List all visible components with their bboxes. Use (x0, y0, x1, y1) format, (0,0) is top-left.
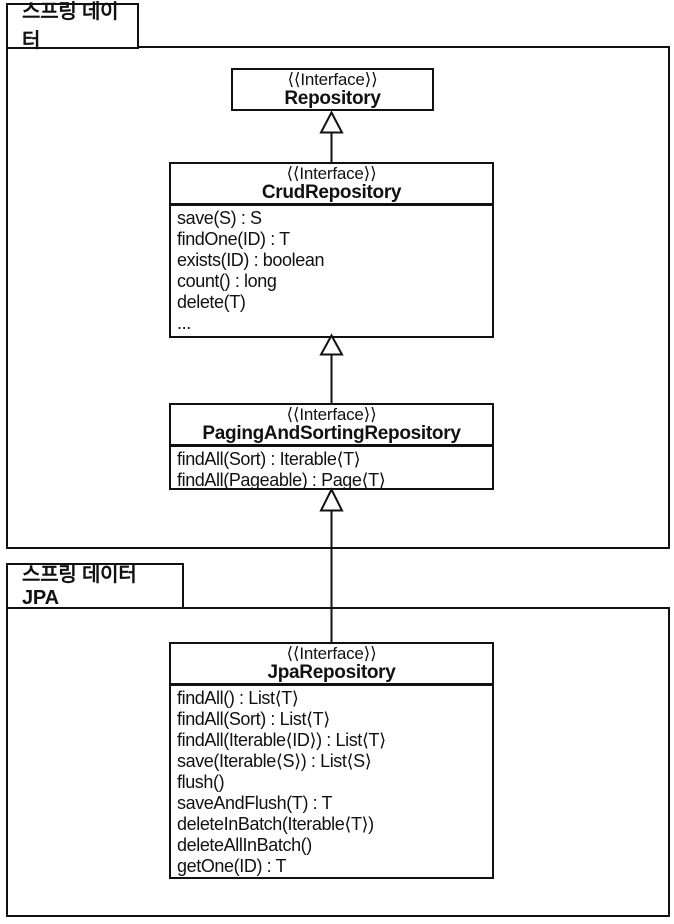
class-crud-repository-stereotype: ⟨⟨Interface⟩⟩ (286, 164, 377, 183)
class-jpa-repository-name: JpaRepository (267, 662, 396, 683)
class-paging-and-sorting-repository-header: ⟨⟨Interface⟩⟩ PagingAndSortingRepository (171, 405, 492, 447)
method-item: flush() (177, 772, 225, 792)
class-jpa-repository-header: ⟨⟨Interface⟩⟩ JpaRepository (171, 644, 492, 686)
class-crud-repository-header: ⟨⟨Interface⟩⟩ CrudRepository (171, 164, 492, 206)
package-spring-data-tab: 스프링 데이터 (6, 1, 139, 52)
class-jpa-repository-method-list: findAll() : List⟨T⟩ findAll(Sort) : List… (171, 686, 492, 877)
method-item: deleteInBatch(Iterable⟨T⟩) (177, 814, 374, 834)
method-item: deleteAllInBatch() (177, 835, 312, 855)
method-item: save(Iterable⟨S⟩) : List⟨S⟩ (177, 751, 372, 771)
method-item: findAll(Sort) : List⟨T⟩ (177, 709, 330, 729)
method-item: saveAndFlush(T) : T (177, 793, 333, 813)
method-item: getOne(ID) : T (177, 856, 287, 876)
class-jpa-repository-stereotype: ⟨⟨Interface⟩⟩ (286, 644, 377, 663)
method-item: findAll(Iterable⟨ID⟩) : List⟨T⟩ (177, 730, 386, 750)
method-item: count() : long (177, 271, 277, 291)
method-item: findAll() : List⟨T⟩ (177, 688, 299, 708)
method-item: delete(T) (177, 292, 246, 312)
method-item: exists(ID) : boolean (177, 250, 325, 270)
method-item: save(S) : S (177, 208, 262, 228)
class-repository-stereotype: ⟨⟨Interface⟩⟩ (287, 70, 378, 89)
class-jpa-repository: ⟨⟨Interface⟩⟩ JpaRepository findAll() : … (169, 642, 494, 879)
package-spring-data-jpa-body (6, 607, 670, 917)
class-paging-and-sorting-repository-stereotype: ⟨⟨Interface⟩⟩ (286, 405, 377, 424)
class-repository: ⟨⟨Interface⟩⟩ Repository (231, 68, 434, 111)
class-repository-header: ⟨⟨Interface⟩⟩ Repository (233, 70, 432, 109)
class-crud-repository-name: CrudRepository (261, 182, 402, 203)
class-crud-repository-method-list: save(S) : S findOne(ID) : T exists(ID) :… (171, 206, 492, 334)
class-crud-repository: ⟨⟨Interface⟩⟩ CrudRepository save(S) : S… (169, 162, 494, 338)
package-spring-data-body (6, 46, 670, 549)
package-spring-data-jpa-tab: 스프링 데이터 JPA (6, 563, 184, 609)
class-paging-and-sorting-repository: ⟨⟨Interface⟩⟩ PagingAndSortingRepository… (169, 403, 494, 490)
method-item: ... (177, 313, 191, 333)
method-item: findAll(Pageable) : Page⟨T⟩ (177, 470, 386, 488)
package-spring-data-jpa-label: 스프링 데이터 JPA (22, 564, 137, 609)
method-item: findAll(Sort) : Iterable⟨T⟩ (177, 449, 361, 469)
class-paging-and-sorting-repository-name: PagingAndSortingRepository (202, 423, 461, 444)
class-paging-and-sorting-repository-method-list: findAll(Sort) : Iterable⟨T⟩ findAll(Page… (171, 447, 492, 488)
package-spring-data-label: 스프링 데이터 (22, 1, 119, 52)
method-item: findOne(ID) : T (177, 229, 290, 249)
class-repository-name: Repository (284, 88, 381, 109)
